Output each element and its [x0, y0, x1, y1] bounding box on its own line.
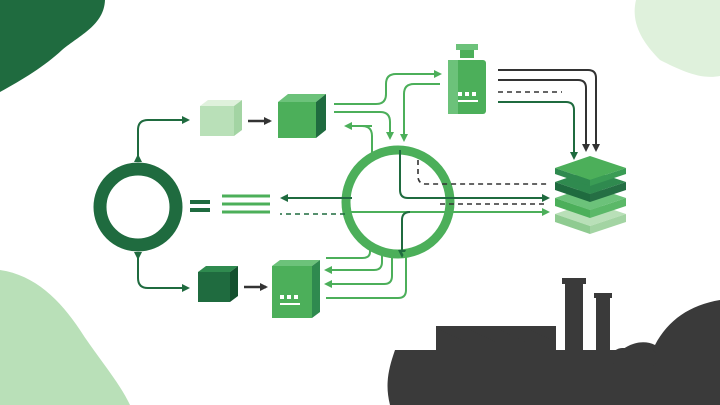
flow-line [398, 211, 411, 258]
flow-line [361, 125, 373, 154]
light-cube-icon [200, 100, 242, 136]
blob-decoration-icon [0, 270, 130, 405]
flow-line [326, 244, 371, 259]
flow-line [399, 150, 550, 202]
flow-line [324, 250, 383, 274]
flow-arrow-dark [498, 79, 590, 152]
flow-line [326, 252, 410, 299]
green-cube-icon [278, 94, 326, 138]
flow-line [334, 111, 394, 140]
flow-line [334, 70, 442, 105]
top-device-icon [448, 44, 486, 114]
flow-line [417, 160, 550, 185]
loop-arrow-bottom [134, 252, 190, 292]
loop-arrow-top [134, 116, 190, 162]
flow-arrow-dark [498, 69, 600, 152]
data-lines-icon [222, 194, 270, 214]
flow-line [324, 254, 393, 288]
dark-cube-icon [198, 266, 238, 302]
blob-decoration-icon [634, 0, 720, 77]
big-ring-icon [93, 162, 183, 252]
flow-line [400, 83, 440, 142]
hub-ring-icon [341, 145, 455, 259]
factory-icon [387, 278, 720, 405]
layer-stack-icon [555, 156, 626, 234]
blob-decoration-icon [0, 0, 105, 92]
flow-arrow-dark [498, 101, 578, 160]
green-box-icon [272, 260, 320, 318]
